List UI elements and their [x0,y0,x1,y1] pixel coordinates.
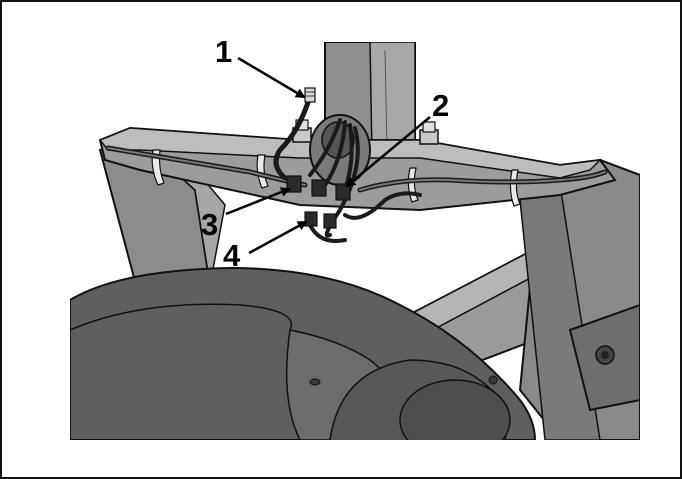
connector-b [311,179,327,197]
connector-1 [304,87,316,103]
connector-4b [323,213,337,229]
cable-clip-2 [256,154,269,189]
flywheel-seam [70,303,293,331]
callout-1-arrow [237,56,306,99]
crossbar-bolt-left [292,119,312,143]
connector-2 [335,183,351,201]
flywheel-screw-2 [488,375,498,385]
connector-4a [304,211,318,227]
post-edge-line [384,49,388,151]
callout-4-arrow [248,220,308,255]
callout-1-label: 1 [215,34,232,69]
callout-2-arrow [345,116,431,188]
bracket-bolt-center [601,351,609,359]
callout-3-arrow [225,187,291,216]
flywheel-screw [309,378,321,386]
callout-2-label: 2 [432,88,449,123]
upright-post-face [369,42,416,156]
cable-bundle [105,93,608,243]
callout-4-label: 4 [223,238,241,273]
flywheel-hub [399,379,511,440]
crossbar-bolt-right [419,121,439,145]
callout-3-label: 3 [201,207,218,242]
